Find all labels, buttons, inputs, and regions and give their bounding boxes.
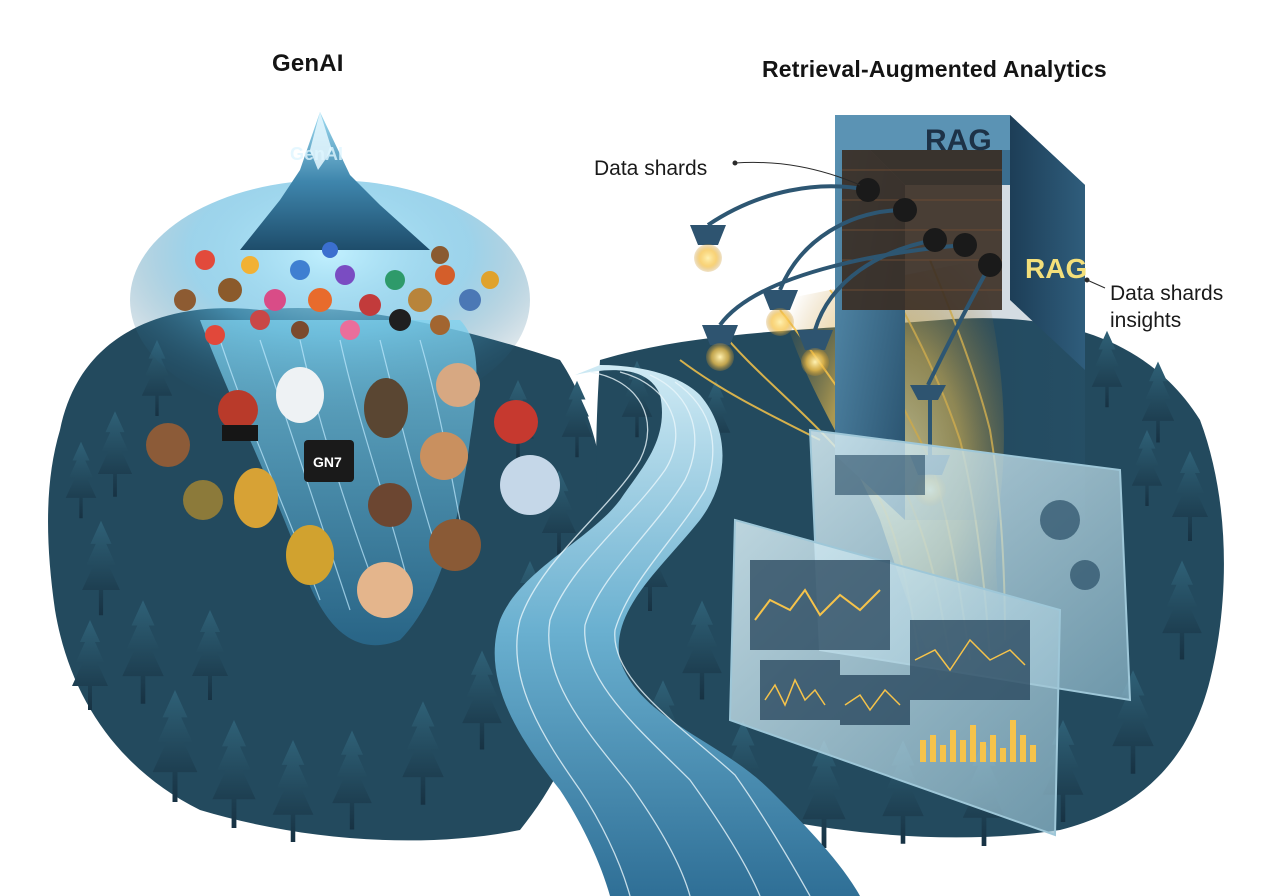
avatar-face-icon bbox=[286, 525, 334, 585]
avatar-face-icon bbox=[368, 483, 412, 527]
data-shards-insights-label: Data shards insights bbox=[1110, 280, 1223, 334]
avatar-face-icon bbox=[436, 363, 480, 407]
mountain-icon: GenAI bbox=[240, 112, 430, 250]
avatar-face-icon bbox=[420, 432, 468, 480]
avatar-face-icon bbox=[364, 378, 408, 438]
data-shards-insights-line1: Data shards bbox=[1110, 282, 1224, 305]
avatar-face-icon bbox=[183, 480, 223, 520]
dashboard-panels bbox=[728, 428, 1132, 837]
dashboard-panel-icon bbox=[728, 518, 1062, 837]
avatar-face-icon bbox=[276, 367, 324, 423]
avatar-badge bbox=[304, 440, 354, 482]
data-shards-insights-line2: insights bbox=[1110, 309, 1182, 332]
mountain-text: GenAI bbox=[290, 144, 343, 164]
avatar-face-icon bbox=[429, 519, 481, 571]
avatar-face-icon bbox=[234, 468, 278, 528]
callout-lines bbox=[732, 160, 1106, 289]
river-icon bbox=[494, 365, 860, 896]
rag-front-label: RAG bbox=[925, 124, 992, 157]
pipe-nozzle-icon bbox=[702, 325, 738, 371]
avatar-face-icon bbox=[494, 400, 538, 444]
pipe-nozzle-icon bbox=[690, 225, 726, 272]
pipes bbox=[706, 184, 992, 455]
pipe-nozzle-icon bbox=[797, 330, 833, 376]
genai-objects-cloud bbox=[174, 242, 499, 345]
genai-title: GenAI bbox=[272, 50, 344, 77]
avatar-face-icon bbox=[218, 390, 258, 430]
pipe-nozzle-icon bbox=[910, 385, 946, 400]
badge-text: GN7 bbox=[313, 454, 342, 470]
rag-side-label: RAG bbox=[1025, 253, 1087, 284]
avatar-faces: GN7 bbox=[146, 363, 560, 618]
pipe-nozzle-icon bbox=[762, 290, 798, 336]
avatar-face-icon bbox=[146, 423, 190, 467]
rag-server-icon: RAG RAG bbox=[835, 115, 1087, 520]
data-shards-label: Data shards bbox=[594, 157, 708, 180]
avatar-face-icon bbox=[357, 562, 413, 618]
avatar-face-icon bbox=[500, 455, 560, 515]
rag-analytics-title: Retrieval-Augmented Analytics bbox=[762, 56, 1107, 82]
